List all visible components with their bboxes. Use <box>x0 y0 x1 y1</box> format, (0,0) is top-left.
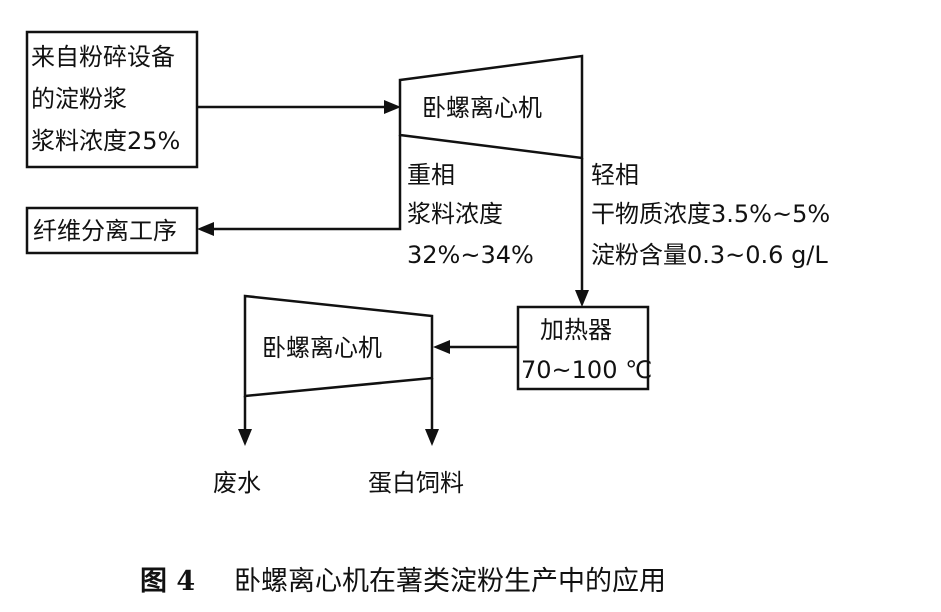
centrifuge-2-label: 卧螺离心机 <box>262 334 382 362</box>
waste-water-label: 废水 <box>213 469 261 497</box>
heavy-phase-title: 重相 <box>407 161 455 189</box>
arrowhead <box>575 290 589 307</box>
arrowhead <box>433 340 450 354</box>
arrowhead <box>238 429 252 446</box>
arrowhead <box>425 429 439 446</box>
source-line-1: 来自粉碎设备 <box>31 43 175 71</box>
centrifuge-1-label: 卧螺离心机 <box>422 94 542 122</box>
source-line-2: 的淀粉浆 <box>31 85 127 113</box>
arrowhead <box>384 100 401 114</box>
fiber-separation-label: 纤维分离工序 <box>33 217 177 245</box>
heavy-phase-line <box>208 135 402 231</box>
arrowhead <box>197 222 214 236</box>
heater-label: 加热器 <box>540 316 612 344</box>
protein-feed-label: 蛋白饲料 <box>368 469 464 497</box>
fiber-separation-box <box>25 206 199 255</box>
source-box <box>25 30 199 169</box>
light-phase-starch-content: 淀粉含量0.3~0.6 g/L <box>591 241 828 269</box>
light-phase-dry-matter: 干物质浓度3.5%~5% <box>591 200 830 228</box>
heavy-phase-concentration-label: 浆料浓度 <box>407 200 503 228</box>
source-line-3: 浆料浓度25% <box>31 127 180 155</box>
heater-temperature: 70~100 ℃ <box>521 356 652 384</box>
figure-number: 图 4 <box>140 566 195 597</box>
figure-caption: 卧螺离心机在薯类淀粉生产中的应用 <box>234 566 666 597</box>
heavy-phase-concentration-value: 32%~34% <box>407 241 534 269</box>
light-phase-title: 轻相 <box>591 161 639 189</box>
